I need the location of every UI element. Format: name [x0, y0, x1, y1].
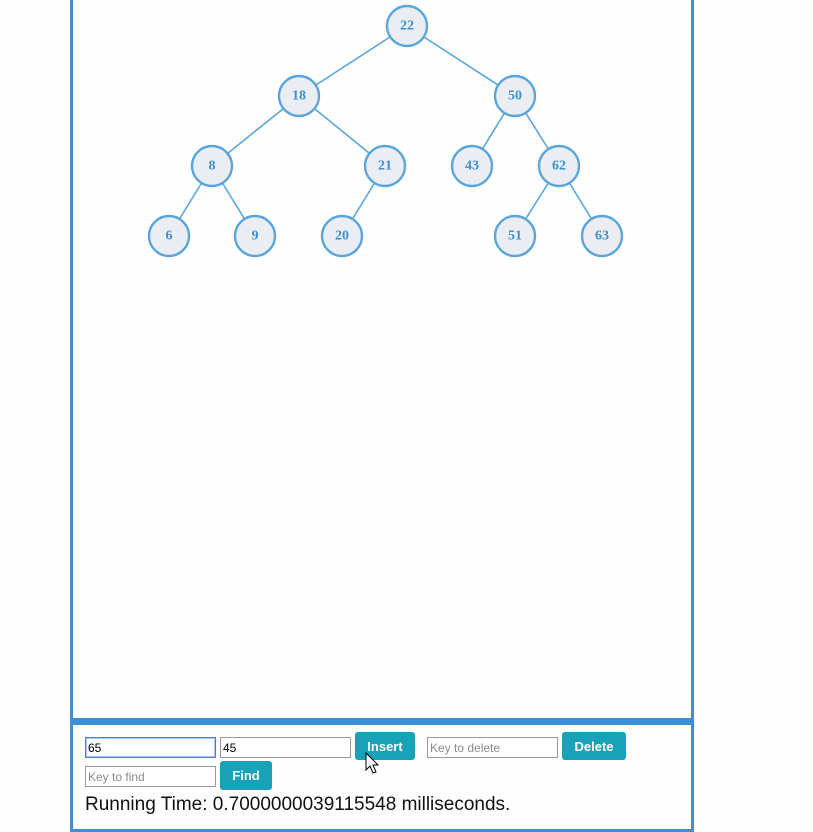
tree-node-18: 18 [277, 74, 321, 118]
tree-node-label: 51 [508, 229, 522, 244]
tree-node-label: 20 [335, 229, 349, 244]
tree-node-circle [385, 4, 429, 48]
tree-node-9: 9 [233, 214, 277, 258]
tree-node-circle [450, 144, 494, 188]
tree-node-21: 21 [363, 144, 407, 188]
tree-edge [406, 25, 516, 97]
insert-button[interactable]: Insert [355, 732, 415, 760]
tree-node-circle [537, 144, 581, 188]
tree-node-circle [190, 144, 234, 188]
tree-node-20: 20 [320, 214, 364, 258]
tree-node-label: 62 [552, 159, 566, 174]
find-button[interactable]: Find [220, 761, 272, 790]
tree-node-label: 6 [166, 229, 173, 244]
mouse-pointer-icon [365, 752, 380, 774]
tree-node-label: 8 [209, 159, 216, 174]
tree-node-43: 43 [450, 144, 494, 188]
tree-node-circle [320, 214, 364, 258]
tree-node-circle [277, 74, 321, 118]
tree-node-circle [233, 214, 277, 258]
tree-node-label: 18 [292, 89, 306, 104]
controls-panel: Insert Delete Find Running Time: 0.70000… [70, 720, 694, 832]
insert-key-input[interactable] [85, 737, 216, 758]
tree-node-label: 22 [400, 19, 414, 34]
tree-node-50: 50 [493, 74, 537, 118]
tree-node-label: 9 [252, 229, 259, 244]
tree-node-62: 62 [537, 144, 581, 188]
tree-node-label: 63 [595, 229, 609, 244]
tree-node-8: 8 [190, 144, 234, 188]
tree-node-label: 50 [508, 89, 522, 104]
delete-key-input[interactable] [427, 737, 558, 758]
tree-node-22: 22 [385, 4, 429, 48]
tree-node-circle [147, 214, 191, 258]
tree-edge [298, 25, 408, 97]
running-time-text: Running Time: 0.7000000039115548 millise… [85, 794, 511, 815]
tree-node-circle [493, 74, 537, 118]
tree-node-circle [580, 214, 624, 258]
tree-node-63: 63 [580, 214, 624, 258]
tree-node-label: 43 [465, 159, 479, 174]
delete-button[interactable]: Delete [562, 732, 626, 760]
tree-node-circle [363, 144, 407, 188]
tree-node-6: 6 [147, 214, 191, 258]
tree-node-label: 21 [378, 159, 392, 174]
find-key-input[interactable] [85, 766, 216, 787]
tree-diagram: 22 18 50 8 21 43 62 6 9 20 51 63 [147, 4, 624, 258]
tree-node-circle [493, 214, 537, 258]
insert-value-input[interactable] [220, 737, 351, 758]
tree-canvas: 22 18 50 8 21 43 62 6 9 20 51 63 [70, 0, 694, 721]
tree-node-51: 51 [493, 214, 537, 258]
